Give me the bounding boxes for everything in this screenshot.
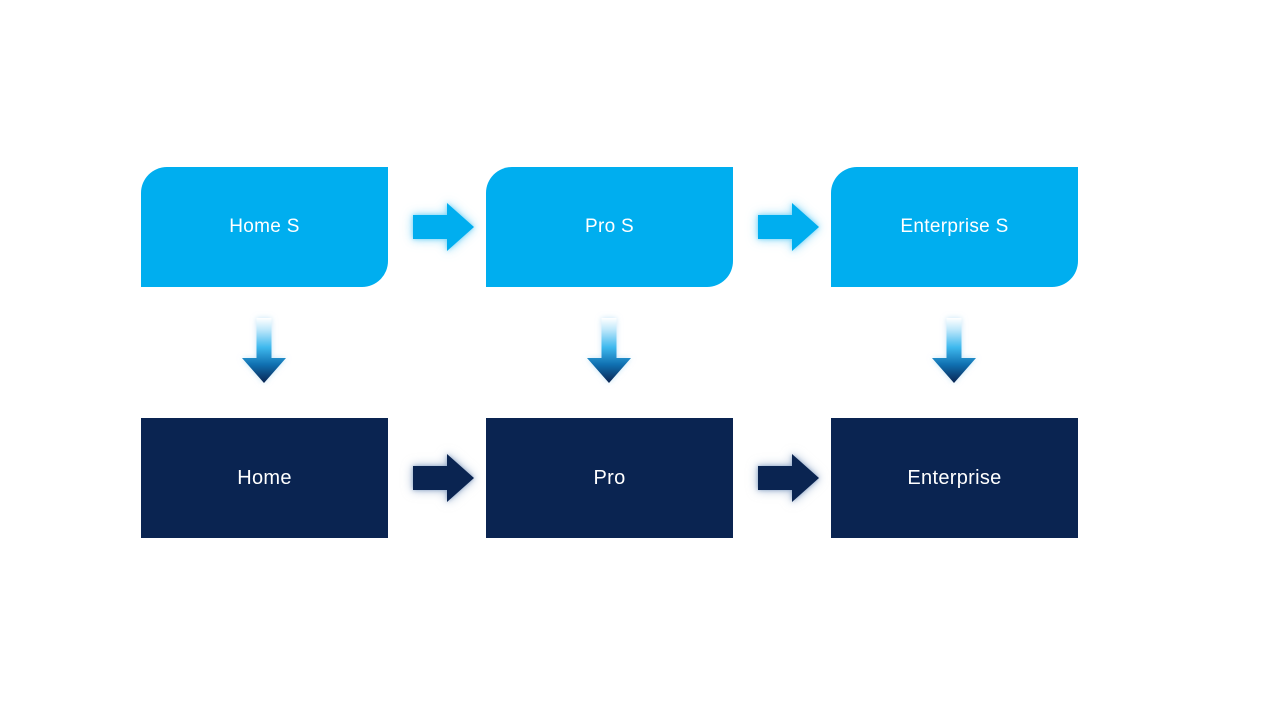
box-pro-label: Pro (593, 466, 626, 489)
box-enterprise-s-label: Enterprise S (900, 216, 1009, 237)
box-home: Home (141, 418, 388, 538)
down-arrow-icon (242, 318, 286, 383)
right-arrow-icon (758, 203, 819, 251)
box-enterprise: Enterprise (831, 418, 1078, 538)
right-arrow-icon (413, 454, 474, 502)
right-arrow-icon (758, 454, 819, 502)
box-home-label: Home (237, 466, 292, 489)
down-arrow-icon (587, 318, 631, 383)
box-pro-s: Pro S (486, 167, 733, 287)
down-arrow-icon (932, 318, 976, 383)
box-enterprise-s: Enterprise S (831, 167, 1078, 287)
box-pro: Pro (486, 418, 733, 538)
box-home-s-label: Home S (229, 216, 300, 237)
box-enterprise-label: Enterprise (907, 466, 1002, 489)
right-arrow-icon (413, 203, 474, 251)
box-pro-s-label: Pro S (584, 216, 635, 237)
box-home-s: Home S (141, 167, 388, 287)
